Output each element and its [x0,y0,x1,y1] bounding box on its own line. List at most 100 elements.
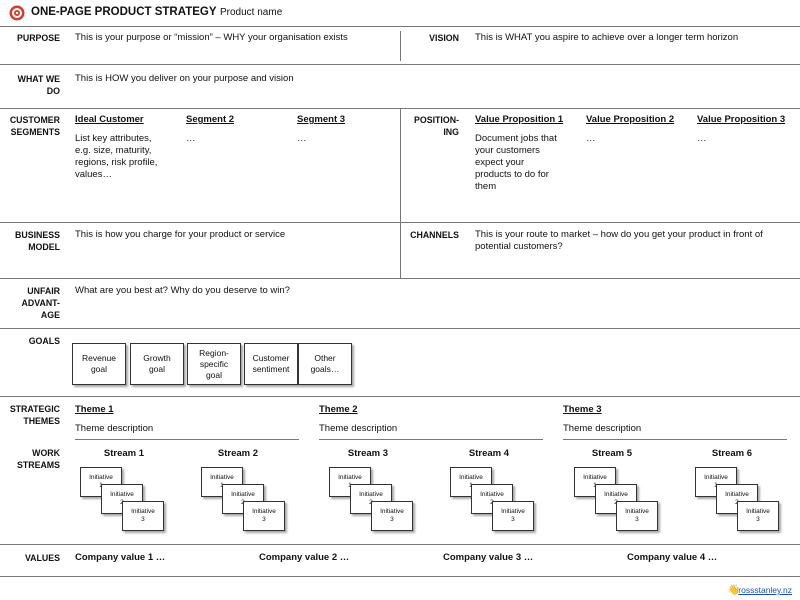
stream-title[interactable]: Stream 2 [217,448,259,459]
value-proposition-description[interactable]: … [586,133,596,145]
text-line: specific [199,358,229,369]
channels-text[interactable]: This is your route to market – how do yo… [475,229,763,253]
goals-label: GOALS [28,336,60,346]
label-line: UNFAIR [27,286,60,296]
text-line: … [297,133,307,144]
value-proposition-title[interactable]: Value Proposition 3 [697,114,786,125]
label-line: BUSINESS [15,230,60,240]
vision-label: VISION [429,33,459,43]
text-line: 1 [583,482,607,490]
what-we-do-label: WHAT WE DO [18,73,60,97]
company-value[interactable]: Company value 3 … [443,552,534,563]
theme-description[interactable]: Theme description [319,423,398,434]
text-line: … [697,133,707,144]
text-line: Initiative [480,491,504,498]
text-line: Initiative [89,474,113,481]
what-we-do-row: WHAT WE DO This is HOW you deliver on yo… [0,64,800,108]
text-line: your customers [475,145,540,156]
value-proposition-title[interactable]: Value Proposition 2 [586,114,675,125]
business-model-label: BUSINESS MODEL [15,229,60,253]
work-streams-label: WORK STREAMS [17,447,60,471]
theme-title[interactable]: Theme 3 [563,404,602,415]
value-proposition-description[interactable]: … [697,133,707,145]
text-line: regions, risk profile, [75,157,158,168]
label-line: THEMES [23,416,60,426]
divider [400,31,401,61]
value-proposition-title[interactable]: Value Proposition 1 [475,114,564,125]
text-line: 3 [141,516,145,523]
label-line: STREAMS [16,460,60,470]
text-line: 3 [756,516,760,523]
what-we-do-text[interactable]: This is HOW you deliver on your purpose … [75,73,294,84]
company-value[interactable]: Company value 4 … [627,552,718,563]
business-model-text[interactable]: This is how you charge for your product … [75,229,286,240]
themes-streams-row: STRATEGIC THEMES Theme 1 Theme descripti… [0,396,800,544]
company-value[interactable]: Company value 1 … [75,552,166,563]
text-line: 3 [511,516,515,523]
unfair-advantage-row: UNFAIR ADVANT- AGE What are you best at?… [0,278,800,328]
label-line: MODEL [28,242,60,252]
stream-title[interactable]: Stream 6 [711,448,753,459]
segment-description[interactable]: List key attributes, e.g. size, maturity… [75,133,157,181]
stream-title[interactable]: Stream 3 [347,448,389,459]
text-line: goal [148,364,166,374]
text-line: Initiative [210,474,234,481]
product-name[interactable]: Product name [220,7,283,18]
text-line: Initiative [359,491,383,498]
stream-title[interactable]: Stream 5 [591,448,633,459]
theme-underline [75,439,299,440]
text-line: This is your route to market – how do yo… [475,229,763,240]
company-value[interactable]: Company value 2 … [259,552,350,563]
text-line: Initiative [231,491,255,498]
text-line: 1 [89,482,113,490]
text-line: 3 [390,516,394,523]
purpose-text[interactable]: This is your purpose or “mission” – WHY … [75,32,348,43]
label-line: WORK [32,448,60,458]
text-line: Initiative [704,474,728,481]
theme-description[interactable]: Theme description [75,423,154,434]
text-line: 2 [480,499,504,507]
unfair-advantage-text[interactable]: What are you best at? Why do you deserve… [75,285,290,296]
label-line: WHAT WE [17,74,60,84]
vision-text[interactable]: This is WHAT you aspire to achieve over … [475,32,739,43]
document-title: ONE-PAGE PRODUCT STRATEGY [31,6,217,18]
label-line: POSITION- [414,115,459,125]
theme-title[interactable]: Theme 1 [75,404,114,415]
theme-title[interactable]: Theme 2 [319,404,358,415]
text-line: Other [314,353,336,363]
segment-title[interactable]: Segment 2 [186,114,235,125]
segment-description[interactable]: … [186,133,196,145]
text-line: 2 [604,499,628,507]
text-line: List key attributes, [75,133,152,144]
footer-link[interactable]: rossstanley.nz [738,585,792,595]
segment-description[interactable]: … [297,133,307,145]
text-line: Initiative [338,474,362,481]
text-line: goal [205,369,223,380]
divider [400,109,401,223]
theme-description[interactable]: Theme description [563,423,642,434]
label-line: DO [46,86,60,96]
positioning-label: POSITION- ING [405,114,459,138]
segment-title[interactable]: Segment 3 [297,114,346,125]
text-line: Initiative [604,491,628,498]
stream-title[interactable]: Stream 1 [103,448,145,459]
unfair-advantage-label: UNFAIR ADVANT- AGE [22,285,60,321]
text-line: 1 [459,482,483,490]
value-proposition-description[interactable]: Document jobs that your customers expect… [475,133,557,193]
text-line: Initiative [459,474,483,481]
segment-title[interactable]: Ideal Customer [75,114,144,125]
text-line: Document jobs that [475,133,557,144]
stream-title[interactable]: Stream 4 [468,448,510,459]
